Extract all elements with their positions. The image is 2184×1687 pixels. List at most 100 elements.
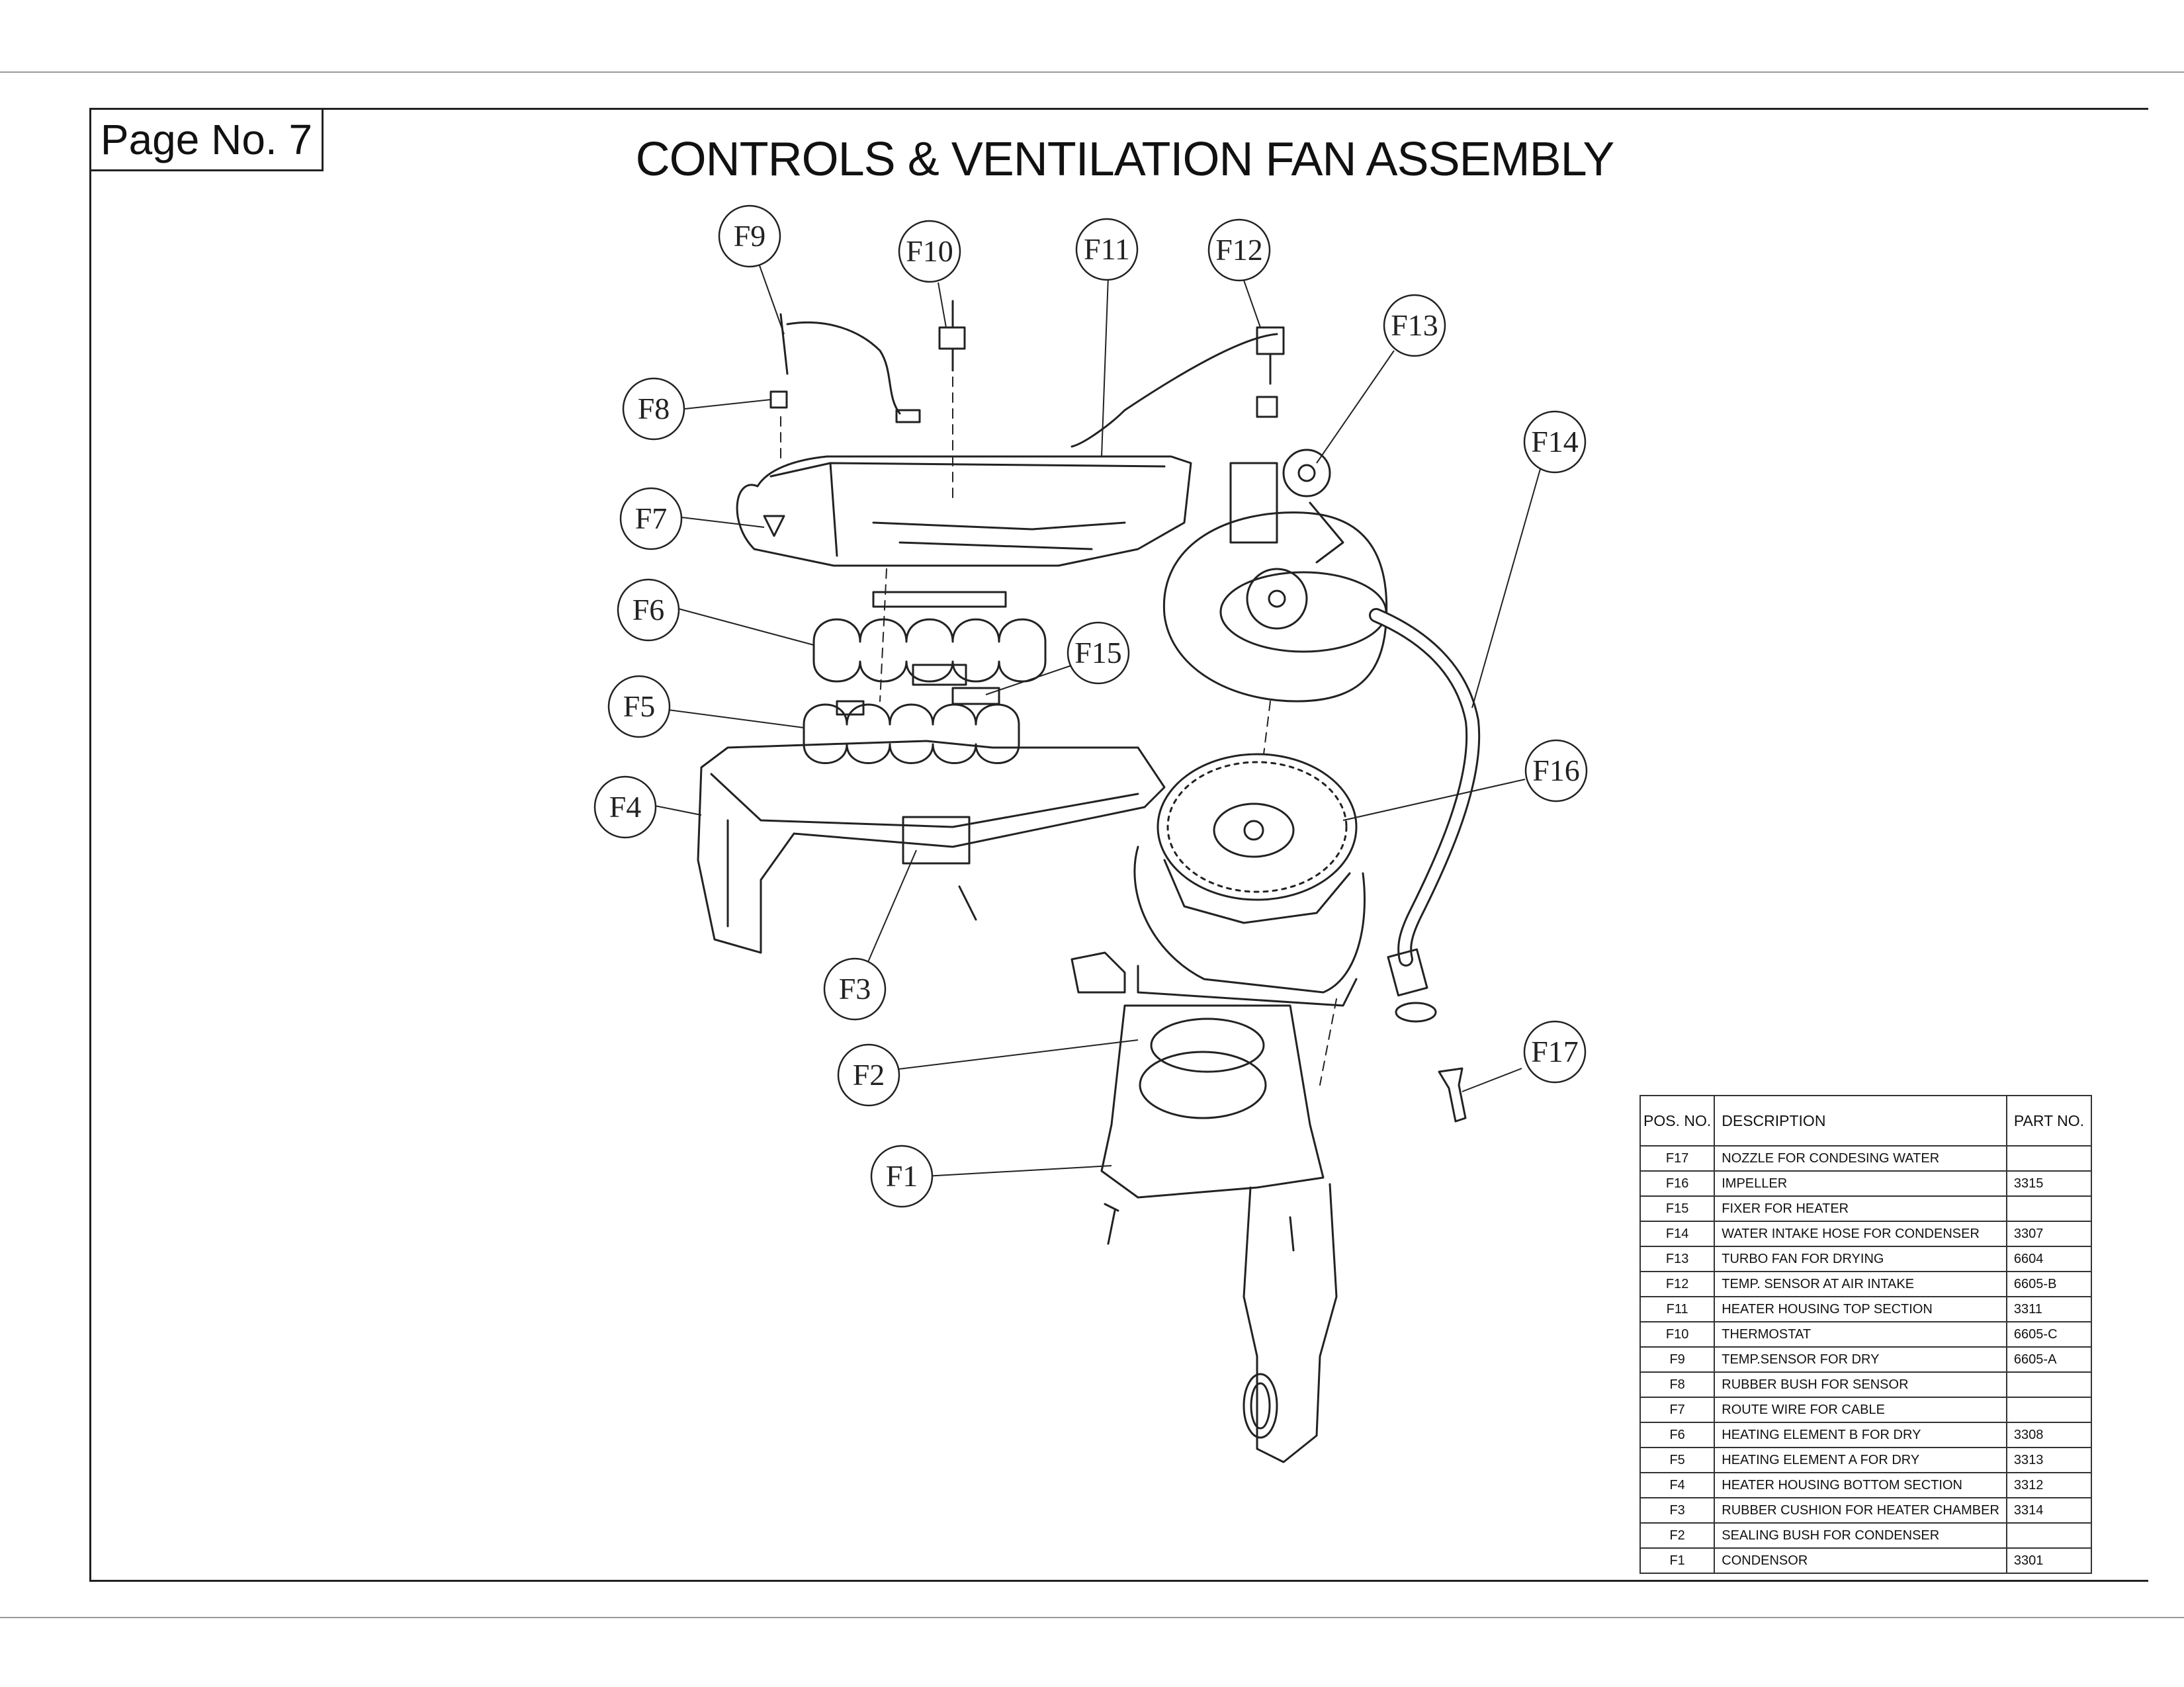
- description-cell: TEMP.SENSOR FOR DRY: [1714, 1346, 2007, 1373]
- description-cell: HEATING ELEMENT B FOR DRY: [1714, 1422, 2007, 1448]
- callout-f15: F15: [1067, 621, 1130, 685]
- callout-label: F7: [635, 501, 668, 535]
- pos-cell: F9: [1639, 1346, 1716, 1373]
- callout-f5: F5: [607, 675, 671, 738]
- callout-circle: [837, 1043, 900, 1107]
- part-no-cell: 6604: [2005, 1246, 2093, 1272]
- callout-circle: [870, 1145, 934, 1208]
- pos-cell: F8: [1639, 1371, 1716, 1398]
- water-intake-hose: [1369, 608, 1481, 967]
- pos-cell: F7: [1639, 1397, 1716, 1423]
- description-cell: CONDENSOR: [1714, 1547, 2007, 1574]
- description-cell: SEALING BUSH FOR CONDENSER: [1714, 1522, 2007, 1549]
- part-no-cell: 3301: [2005, 1547, 2093, 1574]
- callout-f8: F8: [622, 377, 685, 441]
- sensor-wire-f12: [1070, 333, 1278, 448]
- part-no-cell: [2005, 1195, 2093, 1222]
- description-cell: IMPELLER: [1714, 1170, 2007, 1197]
- heating-element-b: [812, 618, 1047, 683]
- heating-element-a: [803, 703, 1020, 764]
- pos-cell: F13: [1639, 1246, 1716, 1272]
- part-no-cell: 3307: [2005, 1221, 2093, 1247]
- callout-circle: [1067, 621, 1130, 685]
- part-no-cell: 6605-C: [2005, 1321, 2093, 1348]
- leader-lines: [654, 259, 1542, 1177]
- pos-cell: F14: [1639, 1221, 1716, 1247]
- part-no-cell: [2005, 1397, 2093, 1423]
- callout-f7: F7: [619, 487, 683, 550]
- description-cell: FIXER FOR HEATER: [1714, 1195, 2007, 1222]
- callout-f3: F3: [823, 957, 887, 1021]
- callout-f2: F2: [837, 1043, 900, 1107]
- callout-label: F4: [609, 790, 642, 824]
- header-pos: POS. NO.: [1639, 1095, 1716, 1146]
- part-no-cell: 3312: [2005, 1472, 2093, 1498]
- condenser: [1100, 1004, 1325, 1199]
- part-no-cell: 6605-B: [2005, 1271, 2093, 1297]
- callout-label: F12: [1215, 233, 1263, 267]
- callout-circle: [619, 487, 683, 550]
- pos-cell: F6: [1639, 1422, 1716, 1448]
- callout-circle: [1075, 218, 1139, 281]
- callout-circle: [823, 957, 887, 1021]
- callout-circle: [593, 775, 657, 839]
- page-title: CONTROLS & VENTILATION FAN ASSEMBLY: [635, 133, 1615, 186]
- callout-label: F13: [1391, 308, 1438, 342]
- header-part-no: PART NO.: [2005, 1095, 2093, 1146]
- nozzle: [1438, 1067, 1467, 1123]
- part-no-cell: 6605-A: [2005, 1346, 2093, 1373]
- callout-circle: [1523, 410, 1587, 474]
- callout-label: F5: [623, 689, 656, 723]
- parts-table-header: POS. NO. DESCRIPTION PART NO.: [1639, 1095, 2093, 1146]
- callout-label: F2: [853, 1058, 885, 1092]
- callout-label: F9: [734, 219, 766, 253]
- callout-f14: F14: [1523, 410, 1587, 474]
- part-no-cell: [2005, 1522, 2093, 1549]
- description-cell: ROUTE WIRE FOR CABLE: [1714, 1397, 2007, 1423]
- impeller: [1157, 753, 1358, 901]
- description-cell: TURBO FAN FOR DRYING: [1714, 1246, 2007, 1272]
- pos-cell: F17: [1639, 1145, 1716, 1172]
- header-description: DESCRIPTION: [1714, 1095, 2007, 1146]
- heater-housing-top: [736, 455, 1192, 567]
- pos-cell: F10: [1639, 1321, 1716, 1348]
- pos-cell: F15: [1639, 1195, 1716, 1222]
- part-no-cell: 3311: [2005, 1296, 2093, 1322]
- frame-edge: [2144, 108, 2148, 110]
- exploded-parts-artwork: [697, 300, 1481, 1463]
- callout-f9: F9: [718, 204, 781, 268]
- part-no-cell: 3314: [2005, 1497, 2093, 1524]
- callout-label: F14: [1531, 425, 1579, 458]
- callout-circle: [622, 377, 685, 441]
- part-no-cell: [2005, 1145, 2093, 1172]
- callout-circle: [1524, 739, 1588, 802]
- pos-cell: F11: [1639, 1296, 1716, 1322]
- heater-housing-bottom: [697, 740, 1166, 954]
- description-cell: NOZZLE FOR CONDESING WATER: [1714, 1145, 2007, 1172]
- callout-f10: F10: [898, 220, 961, 283]
- description-cell: TEMP. SENSOR AT AIR INTAKE: [1714, 1271, 2007, 1297]
- callout-label: F1: [886, 1159, 918, 1193]
- page-number-box: Page No. 7: [89, 108, 324, 171]
- pos-cell: F2: [1639, 1522, 1716, 1549]
- description-cell: WATER INTAKE HOSE FOR CONDENSER: [1714, 1221, 2007, 1247]
- callout-label: F11: [1084, 232, 1130, 266]
- bottom-rule: [0, 1617, 2184, 1618]
- callout-f16: F16: [1524, 739, 1588, 802]
